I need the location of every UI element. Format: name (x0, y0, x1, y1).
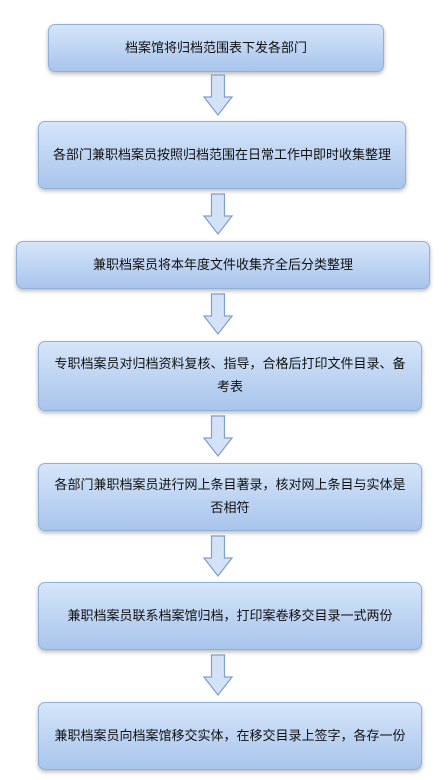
step-3-text: 兼职档案员将本年度文件收集齐全后分类整理 (92, 257, 353, 273)
step-4-box: 专职档案员对归档资料复核、指导，合格后打印文件目录、备考表 (38, 341, 422, 411)
step-3-box: 兼职档案员将本年度文件收集齐全后分类整理 (16, 241, 430, 289)
step-5-text: 各部门兼职档案员进行网上条目著录，核对网上条目与实体是否相符 (54, 478, 406, 516)
step-1-text: 档案馆将归档范围表下发各部门 (124, 40, 307, 56)
step-2-box: 各部门兼职档案员按照归档范围在日常工作中即时收集整理 (38, 121, 406, 189)
arrow-down-2 (203, 193, 233, 235)
arrow-down-5 (203, 535, 233, 577)
step-5-box: 各部门兼职档案员进行网上条目著录，核对网上条目与实体是否相符 (38, 463, 422, 531)
arrow-down-3 (203, 293, 233, 335)
step-1-box: 档案馆将归档范围表下发各部门 (48, 24, 384, 72)
step-2-text: 各部门兼职档案员按照归档范围在日常工作中即时收集整理 (53, 147, 392, 163)
step-6-text: 兼职档案员联系档案馆归档，打印案卷移交目录一式两份 (67, 608, 393, 624)
step-7-text: 兼职档案员向档案馆移交实体，在移交目录上签字，各存一份 (54, 728, 406, 744)
step-6-box: 兼职档案员联系档案馆归档，打印案卷移交目录一式两份 (38, 582, 422, 650)
step-4-text: 专职档案员对归档资料复核、指导，合格后打印文件目录、备考表 (54, 357, 406, 395)
step-7-box: 兼职档案员向档案馆移交实体，在移交目录上签字，各存一份 (38, 702, 422, 770)
arrow-down-1 (203, 74, 233, 116)
arrow-down-4 (203, 415, 233, 457)
arrow-down-6 (203, 654, 233, 696)
